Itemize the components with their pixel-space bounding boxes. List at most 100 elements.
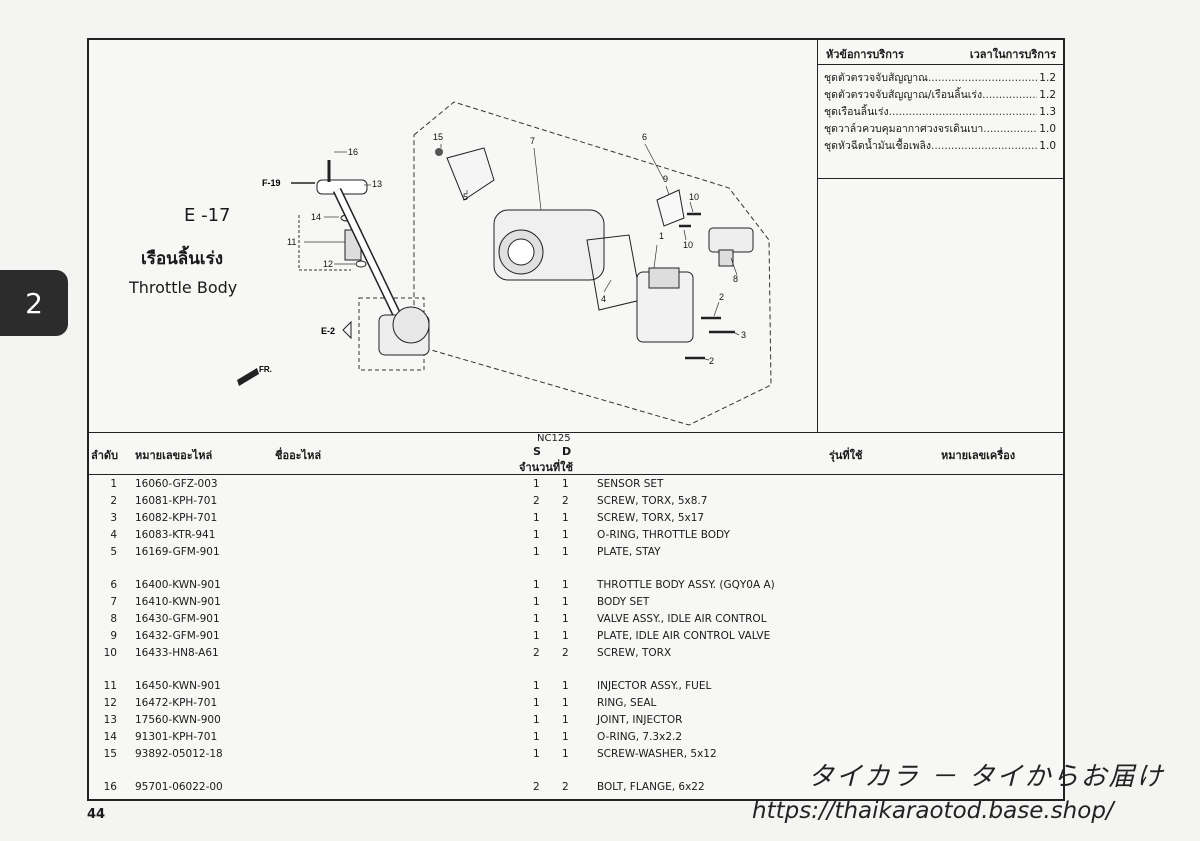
row-part-number: 16060-GFZ-003 [135,478,218,490]
row-no: 7 [110,596,117,608]
throttle-bore-inner [507,238,535,266]
seal-12-part [355,260,367,268]
row-part-number: 16433-HN8-A61 [135,647,219,659]
table-row: 1016433-HN8-A61สกรู.....................… [89,647,1063,663]
row-qty-s: 1 [533,748,540,760]
header-part-name: ชื่ออะไหล่ [275,449,322,462]
front-arrow-icon [237,368,259,386]
row-qty-s: 2 [533,495,540,507]
idle-air-valve-part [708,227,754,253]
row-part-number: 16450-KWN-901 [135,680,221,692]
callout-13: 13 [372,179,382,189]
row-no: 6 [110,579,117,591]
row-qty-d: 1 [562,579,569,591]
assembly-outline [413,101,772,426]
table-row: 1216472-KPH-701ซีลหัวฉีด................… [89,697,1063,713]
row-qty-s: 1 [533,613,540,625]
row-qty-s: 1 [533,478,540,490]
callout-14: 14 [311,212,321,222]
table-row: 616400-KWN-901ชุดตัวตรวจจับสัญญาณ/เรือนล… [89,579,1063,595]
table-row: 816430-GFM-901ชุดวาล์วควบคุมอากาศวงจรเดิ… [89,613,1063,629]
service-item: ชุดตัวตรวจจับสัญญาณ/เรือนลิ้นเร่ง.......… [824,89,1056,101]
callout-15: 15 [433,132,443,142]
sensor-connector [648,267,680,289]
screw-15-part [435,148,443,156]
row-no: 16 [103,781,117,793]
callout-2b: 2 [709,356,714,366]
row-part-number: 95701-06022-00 [135,781,223,793]
row-qty-d: 1 [562,748,569,760]
watermark-text: タイカラ － タイからお届け [808,762,1165,792]
page-frame: E -17 เรือนลิ้นเร่ง Throttle Body [87,38,1065,801]
header-engine-number: หมายเลขเครื่อง [941,449,1016,462]
row-qty-s: 1 [533,697,540,709]
row-no: 12 [103,697,117,709]
callout-7: 7 [530,136,535,146]
row-part-number: 93892-05012-18 [135,748,223,760]
chapter-number: 2 [25,286,43,320]
ref-f19: F-19 [262,178,281,188]
row-no: 11 [103,680,117,692]
row-qty-d: 1 [562,478,569,490]
table-top-rule [89,432,1063,433]
idle-valve-plate-part [656,189,685,227]
row-qty-d: 1 [562,512,569,524]
row-no: 5 [110,546,117,558]
row-part-number: 16410-KWN-901 [135,596,221,608]
table-row: 116060-GFZ-003ชุดตัวตรวจจับสัญญาณ.......… [89,478,1063,494]
row-part-name-english: O-RING, 7.3x2.2 [597,731,683,743]
table-row: 1116450-KWN-901ชุดหัวฉีดน้ำมันเชื้อเพลิง… [89,680,1063,696]
table-row: 516169-GFM-901แผ่นยึดสายคันเร่ง.........… [89,546,1063,562]
row-qty-d: 1 [562,546,569,558]
joint-outline [358,297,425,371]
row-qty-s: 2 [533,781,540,793]
watermark-url: https://thaikaraotod.base.shop/ [752,798,1114,824]
service-list: ชุดตัวตรวจจับสัญญาณ.....................… [824,70,1056,155]
row-part-name-english: PLATE, STAY [597,546,661,558]
row-part-name-english: SCREW, TORX [597,647,672,659]
row-qty-s: 1 [533,731,540,743]
row-no: 10 [103,647,117,659]
row-no: 2 [110,495,117,507]
ref-front: FR. [259,365,272,374]
row-part-name-english: SENSOR SET [597,478,664,490]
service-header: หัวข้อการบริการ เวลาในการบริการ [818,40,1064,65]
row-no: 14 [103,731,117,743]
row-part-name-english: THROTTLE BODY ASSY. (GQY0A A) [597,579,775,591]
row-qty-s: 1 [533,714,540,726]
diagram-code: E -17 [184,205,231,226]
row-part-name-english: SCREW, TORX, 5x17 [597,512,705,524]
row-qty-d: 1 [562,697,569,709]
callout-8: 8 [733,274,738,284]
callout-4: 4 [601,294,606,304]
row-qty-d: 1 [562,613,569,625]
row-qty-s: 1 [533,579,540,591]
row-qty-d: 2 [562,647,569,659]
idle-valve-body [718,249,734,267]
row-part-number: 16400-KWN-901 [135,579,221,591]
service-panel: หัวข้อการบริการ เวลาในการบริการ ชุดตัวตร… [817,40,1064,432]
table-header: ลำดับ หมายเลขอะไหล่ ชื่ออะไหล่ NC125 S D… [89,432,1063,474]
row-part-name-english: SCREW, TORX, 5x8.7 [597,495,708,507]
service-item: ชุดหัวฉีดน้ำมันเชื้อเพลิง...............… [824,140,1056,152]
row-part-name-english: PLATE, IDLE AIR CONTROL VALVE [597,630,771,642]
row-no: 13 [103,714,117,726]
row-qty-s: 1 [533,546,540,558]
row-qty-d: 1 [562,714,569,726]
page-number: 44 [87,807,106,822]
header-model: NC125 [537,433,571,444]
row-part-name-english: BOLT, FLANGE, 6x22 [597,781,705,793]
parts-diagram: E -17 เรือนลิ้นเร่ง Throttle Body [89,40,817,432]
injector-bracket [298,215,351,271]
service-item: ชุดวาล์วควบคุมอากาศวงจรเดินเบา..........… [824,123,1056,135]
callout-2a: 2 [719,292,724,302]
header-no: ลำดับ [91,449,119,462]
insulator-ring [392,306,430,344]
row-qty-d: 1 [562,529,569,541]
callout-5: 5 [463,192,468,202]
plate-stay-part [446,147,495,201]
